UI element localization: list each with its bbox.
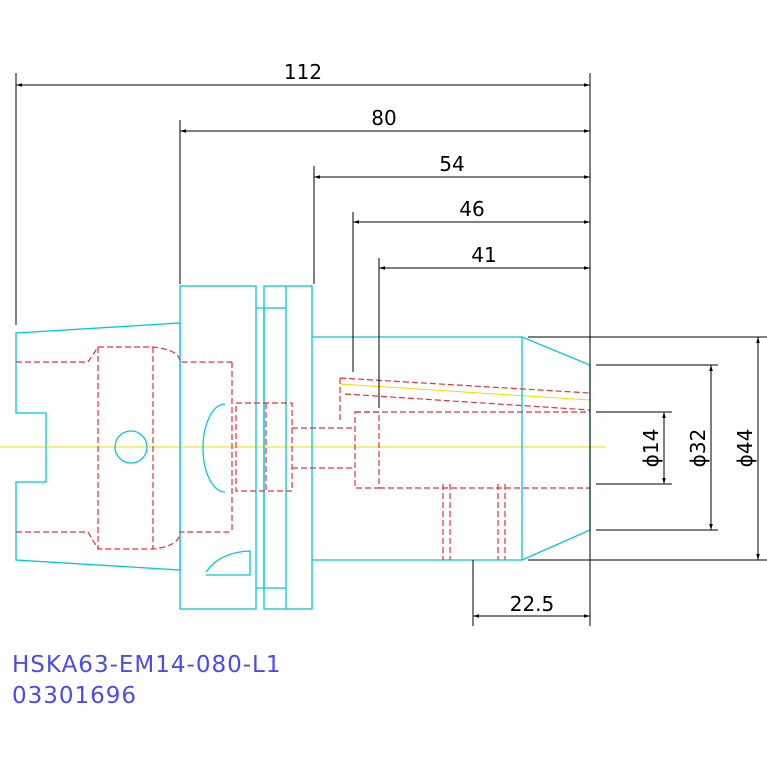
part-number: HSKA63-EM14-080-L1 [12, 652, 282, 678]
dim-d32-label: ϕ32 [686, 429, 710, 468]
dim-d44-label: ϕ44 [733, 429, 757, 468]
dim-46-label: 46 [459, 197, 484, 221]
taper-centerline [339, 383, 591, 401]
extension-lines [15, 73, 767, 626]
dim-d14-label: ϕ14 [639, 429, 663, 468]
dim-22-5-label: 22.5 [510, 592, 555, 616]
dim-80-label: 80 [371, 106, 396, 130]
hidden-features [16, 346, 591, 560]
order-code: 03301696 [12, 683, 138, 709]
dim-54-label: 54 [439, 152, 464, 176]
dim-112-label: 112 [284, 60, 322, 84]
dimension-lines [16, 83, 760, 618]
dim-41-label: 41 [471, 243, 496, 267]
dimension-labels: 112 80 54 46 41 22.5 ϕ14 ϕ32 ϕ44 [284, 60, 757, 616]
